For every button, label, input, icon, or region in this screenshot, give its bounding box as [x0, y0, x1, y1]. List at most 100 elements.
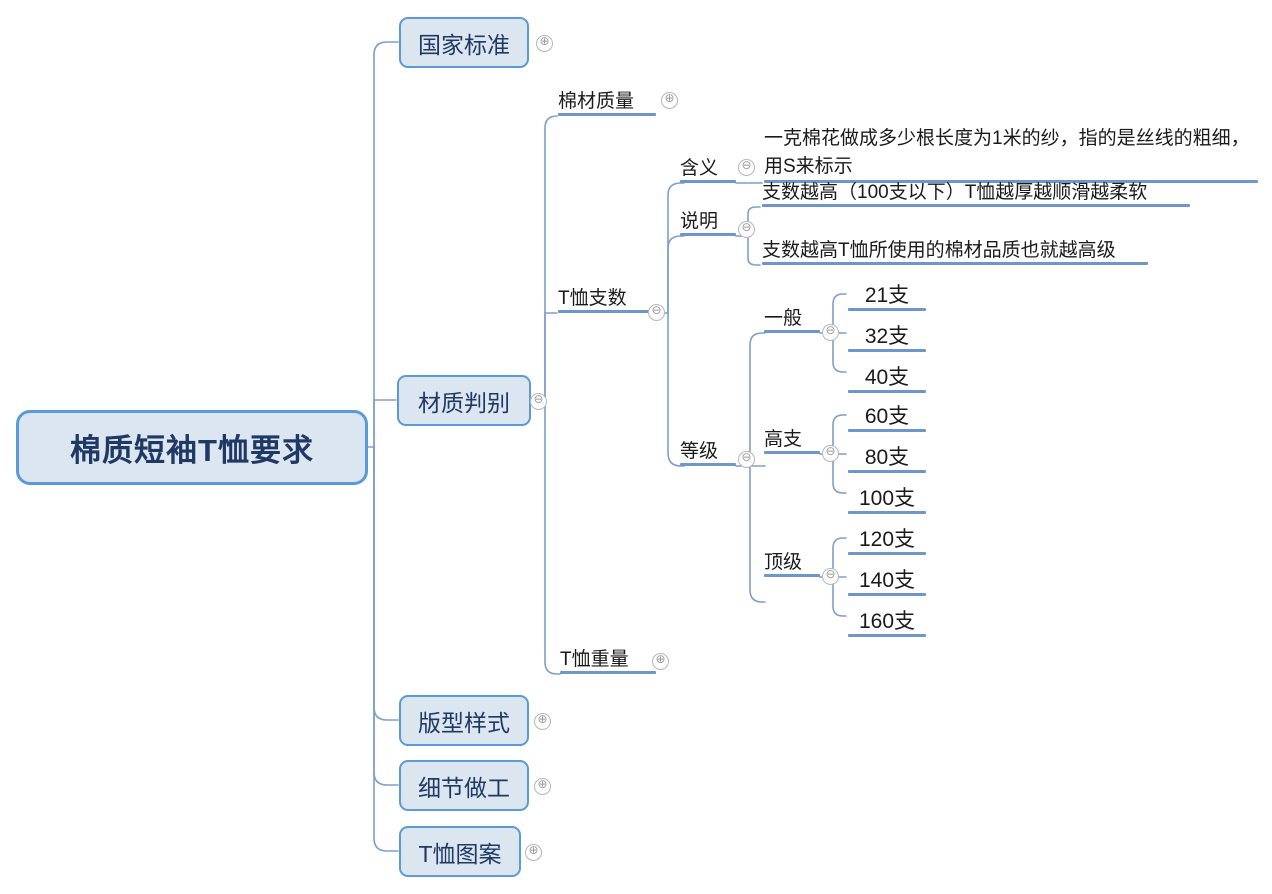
node-dengji[interactable]: 等级 — [680, 436, 736, 466]
node-z21-label: 21支 — [864, 283, 910, 307]
node-underline — [848, 470, 926, 473]
node-underline — [680, 180, 736, 183]
node-miancai-zhiliang[interactable]: 棉材质量 — [558, 86, 656, 116]
toggle-gaozhi[interactable]: ⊖ — [822, 445, 839, 462]
node-z120-label: 120支 — [858, 527, 916, 551]
node-underline — [680, 463, 736, 466]
node-hanyi[interactable]: 含义 — [680, 153, 736, 183]
node-gaozhi-label: 高支 — [764, 429, 803, 451]
node-underline — [764, 574, 820, 577]
minus-circle-icon: ⊖ — [741, 450, 752, 464]
node-underline — [560, 671, 656, 674]
node-txu-tuan[interactable]: T恤图案 — [399, 826, 521, 877]
node-z21[interactable]: 21支 — [848, 281, 926, 311]
toggle-shuoming[interactable]: ⊖ — [738, 221, 755, 238]
node-shuoming-1-label: 支数越高（100支以下）T恤越厚越顺滑越柔软 — [762, 182, 1148, 204]
node-dingji[interactable]: 顶级 — [764, 547, 820, 577]
node-shuoming-label: 说明 — [680, 211, 719, 233]
toggle-dingji[interactable]: ⊖ — [822, 568, 839, 585]
node-guojia-biaozhun[interactable]: 国家标准 — [399, 17, 529, 68]
node-underline — [680, 233, 736, 236]
node-shuoming-1[interactable]: 支数越高（100支以下）T恤越厚越顺滑越柔软 — [762, 178, 1190, 207]
node-txu-zhishu-label: T恤支数 — [558, 288, 627, 310]
toggle-banxing-yangshi[interactable]: ⊕ — [534, 713, 551, 730]
node-txu-tuan-label: T恤图案 — [418, 840, 502, 867]
minus-circle-icon: ⊖ — [741, 158, 752, 172]
node-z60-label: 60支 — [864, 404, 910, 428]
node-xijie-zuogong-label: 细节做工 — [418, 774, 510, 801]
minus-circle-icon: ⊖ — [533, 392, 544, 406]
node-shuoming-2[interactable]: 支数越高T恤所使用的棉材品质也就越高级 — [762, 236, 1148, 265]
node-underline — [762, 262, 1148, 265]
node-underline — [848, 390, 926, 393]
node-yiban-label: 一般 — [764, 308, 803, 330]
toggle-txu-zhongliang[interactable]: ⊕ — [652, 653, 669, 670]
node-txu-zhongliang[interactable]: T恤重量 — [560, 644, 656, 674]
node-z100[interactable]: 100支 — [848, 484, 926, 514]
node-hanyi-text[interactable]: 一克棉花做成多少根长度为1米的纱，指的是丝线的粗细，用S来标示 — [764, 125, 1258, 183]
node-dengji-label: 等级 — [680, 441, 719, 463]
toggle-txu-tuan[interactable]: ⊕ — [525, 844, 542, 861]
plus-circle-icon: ⊕ — [528, 843, 539, 857]
node-caizhi-panbie[interactable]: 材质判别 — [397, 375, 531, 426]
node-z160-label: 160支 — [858, 609, 916, 633]
node-yiban[interactable]: 一般 — [764, 303, 820, 333]
plus-circle-icon: ⊕ — [537, 712, 548, 726]
node-shuoming[interactable]: 说明 — [680, 206, 736, 236]
node-txu-zhongliang-label: T恤重量 — [560, 649, 629, 671]
toggle-hanyi[interactable]: ⊖ — [738, 159, 755, 176]
node-underline — [764, 451, 820, 454]
node-guojia-biaozhun-label: 国家标准 — [418, 31, 510, 58]
node-z32[interactable]: 32支 — [848, 322, 926, 352]
minus-circle-icon: ⊖ — [825, 567, 836, 581]
plus-circle-icon: ⊕ — [664, 91, 675, 105]
node-z40-label: 40支 — [864, 365, 910, 389]
root-node[interactable]: 棉质短袖T恤要求 — [16, 410, 368, 485]
minus-circle-icon: ⊖ — [825, 323, 836, 337]
node-underline — [558, 310, 656, 313]
node-z80[interactable]: 80支 — [848, 443, 926, 473]
node-xijie-zuogong[interactable]: 细节做工 — [399, 760, 529, 811]
node-banxing-yangshi[interactable]: 版型样式 — [399, 695, 529, 746]
node-underline — [848, 511, 926, 514]
toggle-guojia-biaozhun[interactable]: ⊕ — [536, 35, 553, 52]
node-z60[interactable]: 60支 — [848, 402, 926, 432]
plus-circle-icon: ⊕ — [539, 34, 550, 48]
toggle-caizhi-panbie[interactable]: ⊖ — [530, 393, 547, 410]
node-z160[interactable]: 160支 — [848, 607, 926, 637]
node-hanyi-text-label: 一克棉花做成多少根长度为1米的纱，指的是丝线的粗细，用S来标示 — [764, 128, 1250, 177]
minus-circle-icon: ⊖ — [651, 303, 662, 317]
node-underline — [848, 593, 926, 596]
node-dingji-label: 顶级 — [764, 552, 803, 574]
toggle-txu-zhishu[interactable]: ⊖ — [648, 304, 665, 321]
node-underline — [848, 349, 926, 352]
minus-circle-icon: ⊖ — [825, 444, 836, 458]
node-z140[interactable]: 140支 — [848, 566, 926, 596]
node-miancai-zhiliang-label: 棉材质量 — [558, 91, 635, 113]
node-z140-label: 140支 — [858, 568, 916, 592]
node-z40[interactable]: 40支 — [848, 363, 926, 393]
node-z32-label: 32支 — [864, 324, 910, 348]
plus-circle-icon: ⊕ — [537, 777, 548, 791]
node-underline — [848, 429, 926, 432]
toggle-dengji[interactable]: ⊖ — [738, 451, 755, 468]
node-underline — [762, 204, 1190, 207]
node-underline — [848, 552, 926, 555]
node-underline — [764, 330, 820, 333]
node-shuoming-2-label: 支数越高T恤所使用的棉材品质也就越高级 — [762, 240, 1116, 262]
node-underline — [764, 180, 1258, 183]
node-gaozhi[interactable]: 高支 — [764, 424, 820, 454]
plus-circle-icon: ⊕ — [655, 652, 666, 666]
node-txu-zhishu[interactable]: T恤支数 — [558, 283, 656, 313]
node-caizhi-panbie-label: 材质判别 — [418, 389, 510, 416]
node-underline — [558, 113, 656, 116]
minus-circle-icon: ⊖ — [741, 220, 752, 234]
toggle-yiban[interactable]: ⊖ — [822, 324, 839, 341]
node-z120[interactable]: 120支 — [848, 525, 926, 555]
toggle-miancai-zhiliang[interactable]: ⊕ — [661, 92, 678, 109]
toggle-xijie-zuogong[interactable]: ⊕ — [534, 778, 551, 795]
node-hanyi-label: 含义 — [680, 158, 719, 180]
node-z80-label: 80支 — [864, 445, 910, 469]
node-underline — [848, 308, 926, 311]
